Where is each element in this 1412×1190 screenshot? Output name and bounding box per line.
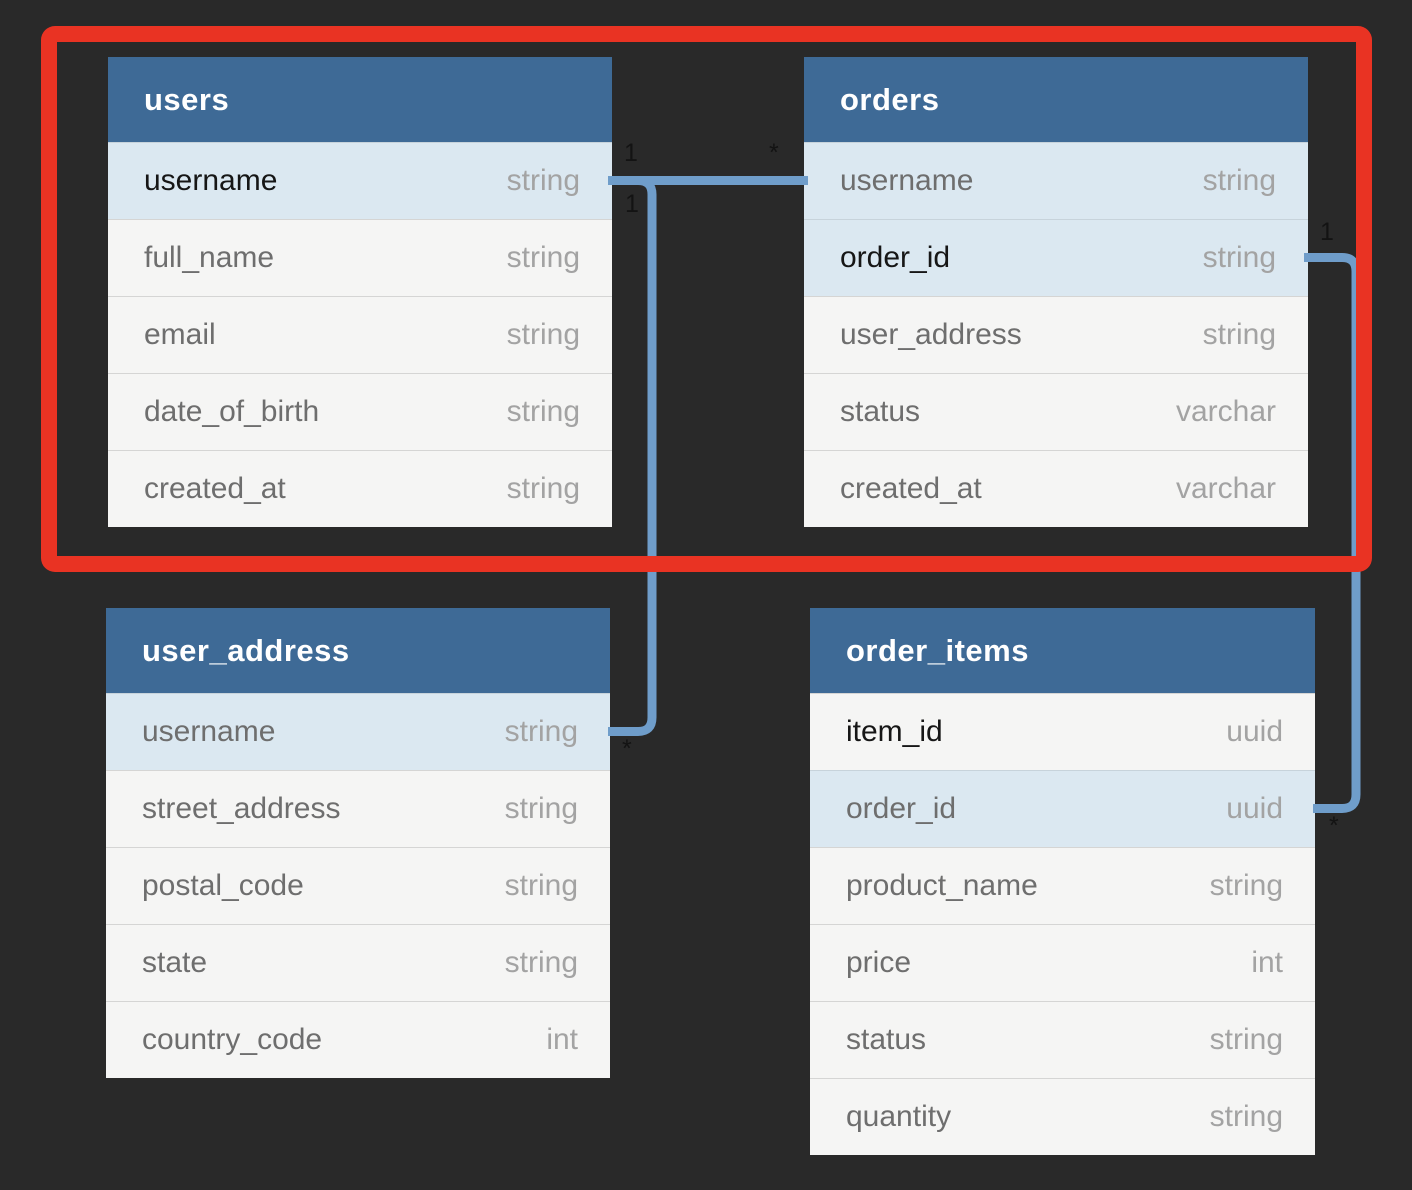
field-row-order_items-price[interactable]: price int bbox=[810, 924, 1315, 1001]
field-type: varchar bbox=[1175, 472, 1276, 505]
field-row-order_items-item_id[interactable]: item_id uuid bbox=[810, 693, 1315, 770]
table-header[interactable]: order_items bbox=[810, 608, 1315, 693]
cardinality-label-orders-order_items-from: 1 bbox=[1320, 218, 1334, 246]
field-row-users-date_of_birth[interactable]: date_of_birth string bbox=[108, 373, 612, 450]
field-name: quantity bbox=[846, 1100, 952, 1133]
field-row-users-email[interactable]: email string bbox=[108, 296, 612, 373]
field-type: uuid bbox=[1226, 792, 1283, 825]
field-type: string bbox=[506, 395, 580, 428]
table-title: orders bbox=[840, 81, 940, 117]
field-name: username bbox=[840, 164, 974, 197]
cardinality-label-orders-order_items-to: * bbox=[1329, 812, 1339, 840]
field-name: email bbox=[144, 318, 216, 351]
field-row-order_items-status[interactable]: status string bbox=[810, 1001, 1315, 1078]
field-name: status bbox=[846, 1023, 927, 1056]
cardinality-label-users-orders-from: 1 bbox=[624, 139, 638, 167]
field-name: status bbox=[840, 395, 921, 428]
field-name: created_at bbox=[144, 472, 286, 505]
field-name: postal_code bbox=[142, 869, 304, 902]
field-row-user_address-postal_code[interactable]: postal_code string bbox=[106, 847, 610, 924]
field-type: varchar bbox=[1175, 395, 1276, 428]
field-row-orders-username[interactable]: username string bbox=[804, 142, 1308, 219]
table-title: user_address bbox=[142, 632, 350, 668]
field-name: item_id bbox=[846, 715, 943, 748]
field-row-user_address-country_code[interactable]: country_code int bbox=[106, 1001, 610, 1078]
table-title: order_items bbox=[846, 632, 1029, 668]
field-type: int bbox=[1251, 946, 1283, 979]
field-name: country_code bbox=[142, 1023, 323, 1056]
field-type: string bbox=[504, 792, 578, 825]
field-type: uuid bbox=[1226, 715, 1283, 748]
field-row-users-created_at[interactable]: created_at string bbox=[108, 450, 612, 527]
field-name: user_address bbox=[840, 318, 1022, 351]
table-title: users bbox=[144, 81, 230, 117]
field-name: order_id bbox=[840, 241, 951, 274]
field-type: string bbox=[504, 946, 578, 979]
field-name: product_name bbox=[846, 869, 1038, 902]
field-name: order_id bbox=[846, 792, 957, 825]
field-row-order_items-order_id[interactable]: order_id uuid bbox=[810, 770, 1315, 847]
field-type: string bbox=[506, 164, 580, 197]
field-type: string bbox=[504, 869, 578, 902]
field-name: username bbox=[142, 715, 276, 748]
field-row-orders-created_at[interactable]: created_at varchar bbox=[804, 450, 1308, 527]
table-header[interactable]: users bbox=[108, 57, 612, 142]
field-row-orders-status[interactable]: status varchar bbox=[804, 373, 1308, 450]
cardinality-label-users-user_address-from: 1 bbox=[625, 190, 639, 218]
field-name: street_address bbox=[142, 792, 341, 825]
field-type: string bbox=[1202, 318, 1276, 351]
field-name: full_name bbox=[144, 241, 275, 274]
field-type: int bbox=[546, 1023, 578, 1056]
field-row-order_items-product_name[interactable]: product_name string bbox=[810, 847, 1315, 924]
field-name: username bbox=[144, 164, 278, 197]
field-type: string bbox=[1209, 869, 1283, 902]
field-name: state bbox=[142, 946, 208, 979]
field-name: price bbox=[846, 946, 912, 979]
field-row-orders-order_id[interactable]: order_id string bbox=[804, 219, 1308, 296]
relation-users-user_address bbox=[608, 176, 657, 736]
field-row-user_address-street_address[interactable]: street_address string bbox=[106, 770, 610, 847]
field-name: created_at bbox=[840, 472, 982, 505]
field-type: string bbox=[1209, 1023, 1283, 1056]
field-type: string bbox=[1202, 164, 1276, 197]
cardinality-label-users-orders-to: * bbox=[769, 139, 779, 167]
field-row-orders-user_address[interactable]: user_address string bbox=[804, 296, 1308, 373]
field-row-order_items-quantity[interactable]: quantity string bbox=[810, 1078, 1315, 1155]
cardinality-label-users-user_address-to: * bbox=[622, 735, 632, 763]
table-header[interactable]: user_address bbox=[106, 608, 610, 693]
field-row-users-username[interactable]: username string bbox=[108, 142, 612, 219]
field-row-users-full_name[interactable]: full_name string bbox=[108, 219, 612, 296]
field-type: string bbox=[1202, 241, 1276, 274]
field-type: string bbox=[506, 241, 580, 274]
field-row-user_address-state[interactable]: state string bbox=[106, 924, 610, 1001]
field-name: date_of_birth bbox=[144, 395, 320, 428]
table-header[interactable]: orders bbox=[804, 57, 1308, 142]
field-type: string bbox=[1209, 1100, 1283, 1133]
field-type: string bbox=[506, 318, 580, 351]
field-type: string bbox=[504, 715, 578, 748]
field-type: string bbox=[506, 472, 580, 505]
field-row-user_address-username[interactable]: username string bbox=[106, 693, 610, 770]
